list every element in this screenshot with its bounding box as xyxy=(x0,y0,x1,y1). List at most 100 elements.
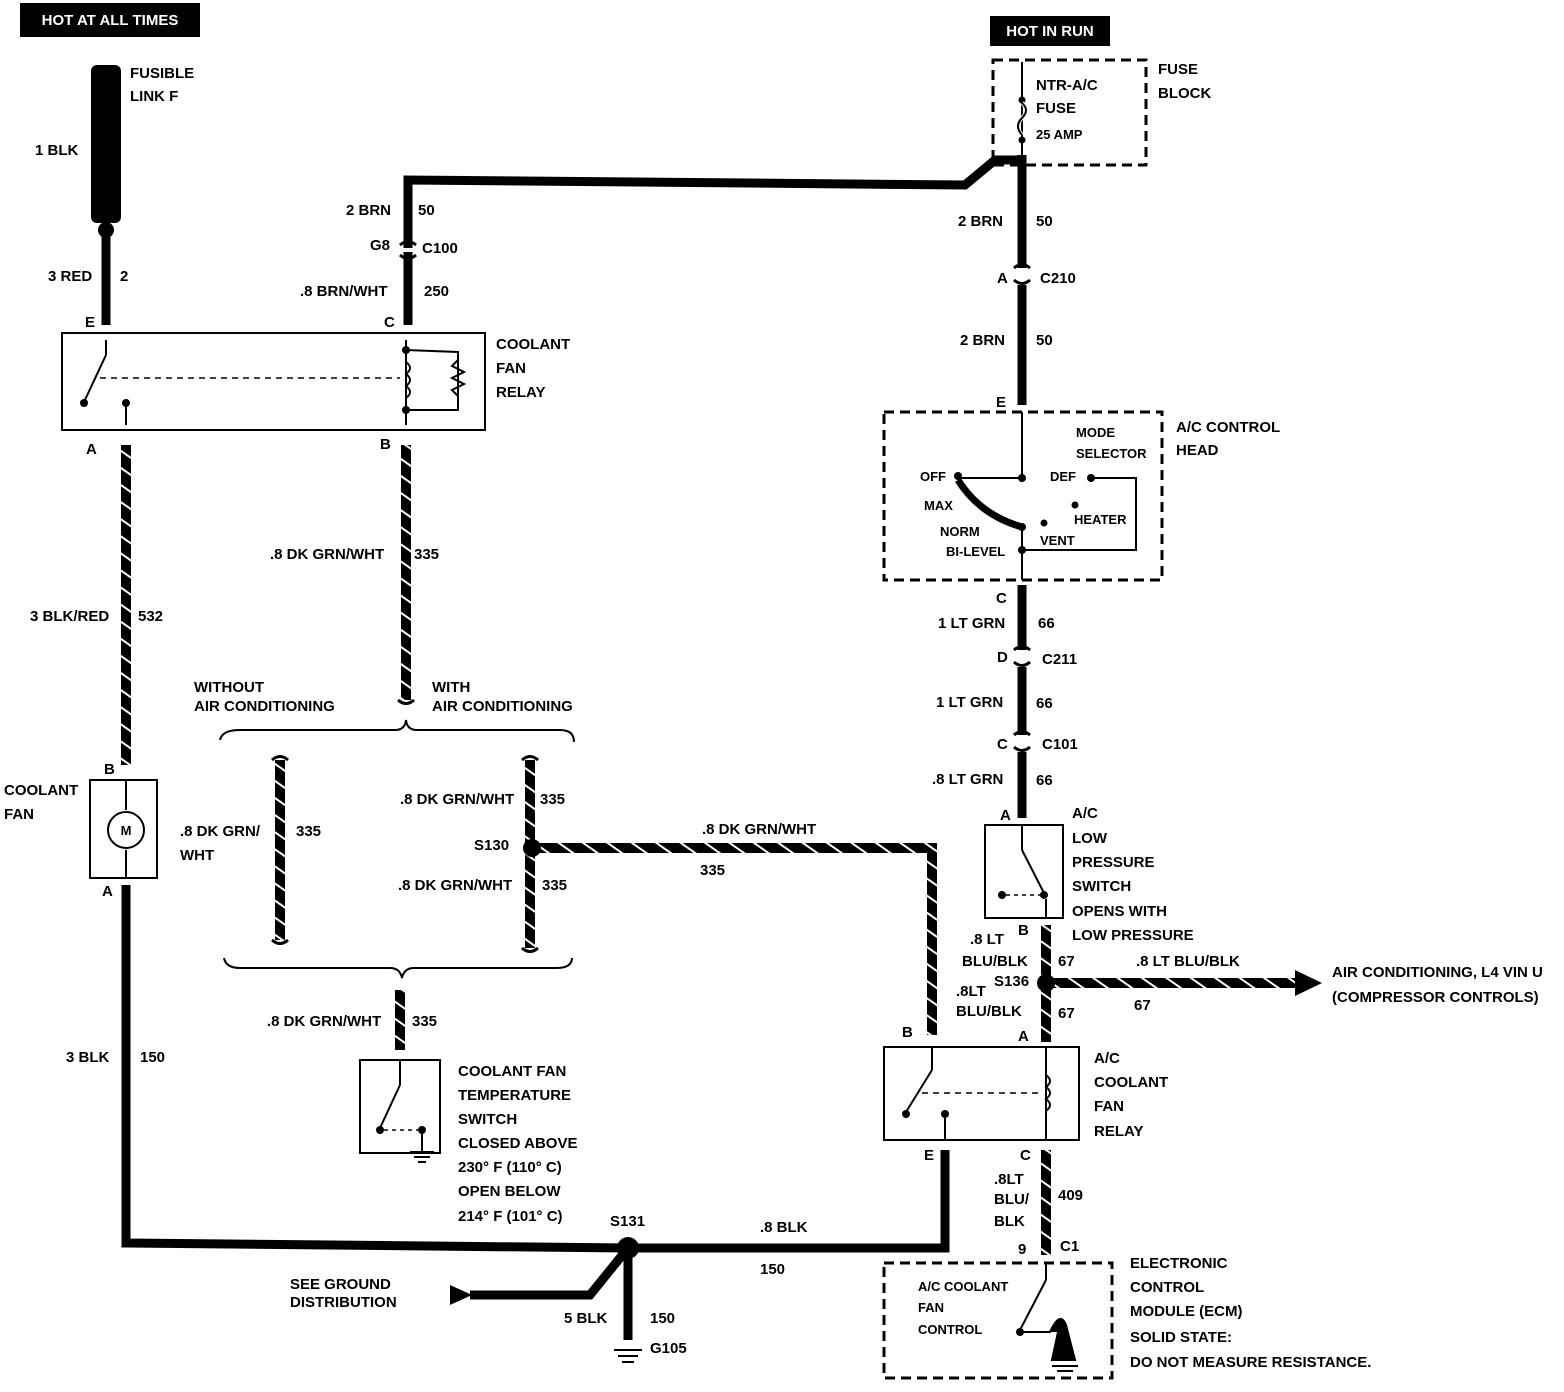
wires-ecm-pin-label: 9 xyxy=(1018,1241,1026,1258)
components-coolant-fan-1-label: FAN xyxy=(4,806,34,823)
wires-ltblu-1b-label: BLU/BLK xyxy=(962,953,1028,970)
wires-g105-label: G105 xyxy=(650,1340,687,1357)
g105-ground-icon xyxy=(614,1349,642,1363)
components-fuse-block-0-label: FUSE xyxy=(1158,61,1198,78)
wires-red-e-circ-label: 2 xyxy=(120,268,128,285)
components-ecm-1-label: CONTROL xyxy=(1130,1279,1204,1296)
fusible-link-f xyxy=(91,65,121,238)
wires-dkgrn-wht-b-label: .8 DK GRN/WHT xyxy=(270,546,384,563)
wire-8-blk-150 xyxy=(628,1150,950,1253)
components-ecm-notes-1-label: DO NOT MEASURE RESISTANCE. xyxy=(1130,1354,1371,1371)
components-ecm-2-label: MODULE (ECM) xyxy=(1130,1303,1243,1320)
sources-hot-at-all-times-label: HOT AT ALL TIMES xyxy=(42,12,179,29)
components-ac-coolant-fan-relay-1-label: COOLANT xyxy=(1094,1074,1168,1091)
components-lps-notes-1-label: LOW PRESSURE xyxy=(1072,927,1194,944)
fusible-link-label: FUSIBLE LINK F 1 BLK xyxy=(35,65,194,159)
fusible-link-line1-label: FUSIBLE xyxy=(130,65,194,82)
wires-ltblu-h-circ-label: 67 xyxy=(1134,997,1151,1014)
wires-without-ac-2-label: AIR CONDITIONING xyxy=(194,698,335,715)
ecm-label: ELECTRONIC CONTROL MODULE (ECM) SOLID ST… xyxy=(1130,1255,1371,1371)
pins-cfr-c-label: C xyxy=(384,314,395,331)
pins-fan-b-label: B xyxy=(104,761,115,778)
pins-acr-b-label: B xyxy=(902,1024,913,1041)
ecm xyxy=(882,1261,1114,1380)
wires-dkgrn-wht-b-circ-label: 335 xyxy=(414,546,439,563)
coolant-fan: M xyxy=(89,779,158,879)
coolant-fan-label: COOLANT FAN xyxy=(4,782,78,823)
wire-3-blk-150 xyxy=(121,885,629,1253)
wires-brn-wht-circ-label: 250 xyxy=(424,283,449,300)
wires-dkgrn-wht-left-circ-label: 335 xyxy=(296,823,321,840)
wires-blk-red-circ-label: 532 xyxy=(138,608,163,625)
pins-lps-a-label: A xyxy=(1000,807,1011,824)
wires-dkgrn-wht-top-label: .8 DK GRN/WHT xyxy=(400,791,514,808)
components-modes-vent-label: VENT xyxy=(1040,533,1075,548)
components-ac-low-pressure-switch-3-label: SWITCH xyxy=(1072,878,1131,895)
wires-s136-label: S136 xyxy=(994,973,1029,990)
wires-without-ac-1-label: WITHOUT xyxy=(194,679,264,696)
components-coolant-fan-relay-1-label: FAN xyxy=(496,360,526,377)
wires-blk-8-label: .8 BLK xyxy=(760,1219,808,1236)
components-ecm-inner-0-label: A/C COOLANT xyxy=(918,1279,1008,1294)
wires-brn-fuse-circ-label: 50 xyxy=(1036,213,1053,230)
fusible-link-wire-top-label: 1 BLK xyxy=(35,142,79,159)
wires-c210-label: C210 xyxy=(1040,270,1076,287)
ac-control-head xyxy=(882,410,1164,582)
wires-s131-label: S131 xyxy=(610,1213,645,1230)
splice-s136 xyxy=(1037,974,1055,992)
components-ecm-0-label: ELECTRONIC xyxy=(1130,1255,1228,1272)
wires-blk-150-label: 3 BLK xyxy=(66,1049,110,1066)
components-temp-switch-1-label: TEMPERATURE xyxy=(458,1087,571,1104)
wires-ltblu-3b-label: BLU/ xyxy=(994,1191,1030,1208)
wire-dkgrn-wht-335-h xyxy=(532,843,937,1035)
components-ac-coolant-fan-relay-0-label: A/C xyxy=(1094,1050,1120,1067)
pins-acr-a-label: A xyxy=(1018,1028,1029,1045)
fuse-block-label: FUSE BLOCK xyxy=(1158,61,1211,102)
components-mode-selector-1-label: SELECTOR xyxy=(1076,446,1147,461)
wires-c101-label: C101 xyxy=(1042,736,1078,753)
wires-ltgrn-2-label: 1 LT GRN xyxy=(936,694,1003,711)
ground-distribution-arrow-icon xyxy=(450,1285,472,1305)
wires-ltgrn-3-label: .8 LT GRN xyxy=(932,771,1003,788)
ecm-inner-label: A/C COOLANT FAN CONTROL xyxy=(918,1279,1008,1337)
pins-fan-a-label: A xyxy=(102,883,113,900)
temp-switch-label: COOLANT FAN TEMPERATURE SWITCH CLOSED AB… xyxy=(458,1063,577,1225)
wires-c100-label: C100 xyxy=(422,240,458,257)
wires-with-ac-1-label: WITH xyxy=(432,679,470,696)
wires-ltgrn-1-circ-label: 66 xyxy=(1038,615,1055,632)
components-fuse-0-label: NTR-A/C xyxy=(1036,77,1098,94)
wires-ltblu-2-circ-label: 67 xyxy=(1058,1005,1075,1022)
wires-ltblu-h-label: .8 LT BLU/BLK xyxy=(1136,953,1240,970)
wires-ac-dest-2-label: (COMPRESSOR CONTROLS) xyxy=(1332,989,1539,1006)
wires-brn-fuse-label: 2 BRN xyxy=(958,213,1003,230)
wires-blk-8-circ-label: 150 xyxy=(760,1261,785,1278)
ac-coolant-fan-relay xyxy=(883,1046,1080,1141)
components-ac-low-pressure-switch-1-label: LOW xyxy=(1072,830,1108,847)
ac-low-pressure-switch xyxy=(984,824,1064,919)
components-temp-switch-notes-1-label: 230° F (110° C) xyxy=(458,1159,562,1176)
wires-ltblu-2a-label: .8LT xyxy=(956,983,986,1000)
brace-top xyxy=(219,719,575,743)
components-ecm-notes-0-label: SOLID STATE: xyxy=(1130,1329,1232,1346)
components-fuse-1-label: FUSE xyxy=(1036,100,1076,117)
components-coolant-fan-0-label: COOLANT xyxy=(4,782,78,799)
wire-ground-distribution xyxy=(470,1245,632,1300)
wires-dkgrn-wht-left-2-label: WHT xyxy=(180,847,214,864)
wires-dkgrn-wht-h-circ-label: 335 xyxy=(700,862,725,879)
coolant-fan-relay-label: COOLANT FAN RELAY xyxy=(496,336,570,401)
pins-acr-c-label: C xyxy=(1020,1147,1031,1164)
wires-red-e-label: 3 RED xyxy=(48,268,92,285)
wires-brn-50-left-circ-label: 50 xyxy=(418,202,435,219)
components-ac-control-head-0-label: A/C CONTROL xyxy=(1176,419,1280,436)
components-temp-switch-notes-2-label: OPEN BELOW xyxy=(458,1183,561,1200)
wires-ltgrn-2-circ-label: 66 xyxy=(1036,695,1053,712)
wires-ecm-conn-label: C1 xyxy=(1060,1238,1079,1255)
pins-cfr-a-label: A xyxy=(86,441,97,458)
wires-dkgrn-wht-mid-label: .8 DK GRN/WHT xyxy=(398,877,512,894)
wires-c211-label: C211 xyxy=(1042,651,1077,668)
components-modes-off-label: OFF xyxy=(920,469,946,484)
ac-control-head-label: A/C CONTROL HEAD xyxy=(1176,419,1280,459)
wires-brn-head-circ-label: 50 xyxy=(1036,332,1053,349)
components-modes-def-label: DEF xyxy=(1050,469,1076,484)
